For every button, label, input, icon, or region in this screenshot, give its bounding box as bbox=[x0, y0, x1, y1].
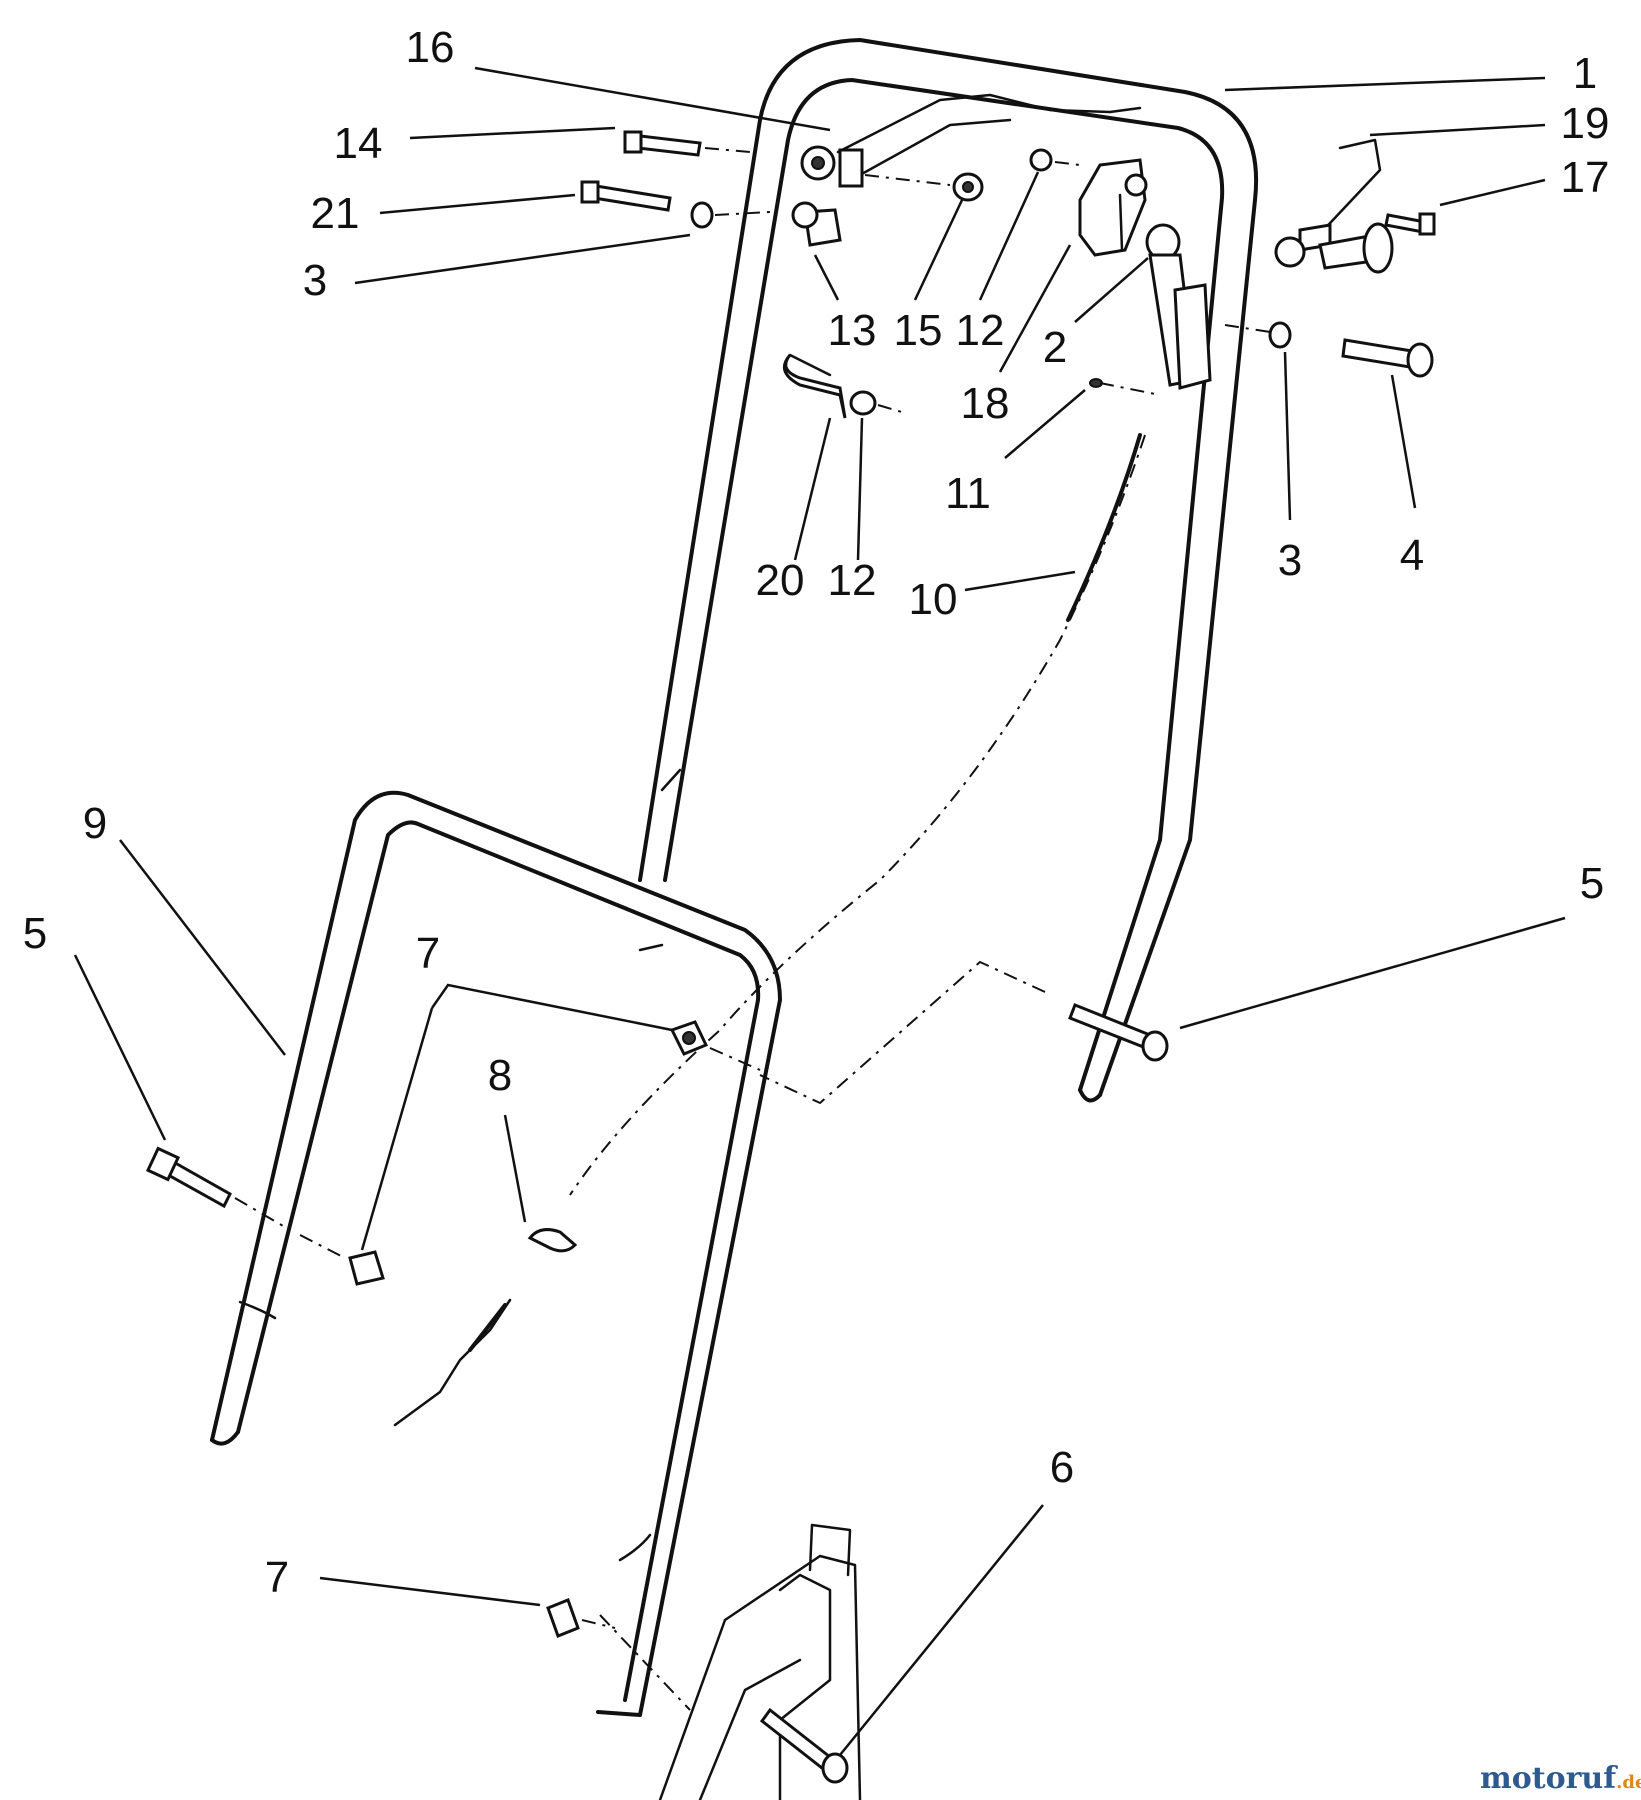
nut-7-upper bbox=[669, 1020, 761, 1071]
clip-20 bbox=[782, 353, 847, 419]
label-5-left: 5 bbox=[23, 909, 47, 958]
label-11: 11 bbox=[945, 469, 991, 518]
label-8: 8 bbox=[488, 1051, 512, 1100]
watermark-brand: motoruf bbox=[1480, 1761, 1618, 1796]
bolt-6 bbox=[759, 1707, 849, 1784]
control-cable bbox=[393, 433, 1146, 1427]
label-10: 10 bbox=[909, 575, 958, 624]
label-13: 13 bbox=[828, 306, 877, 355]
washer-3-right bbox=[1224, 321, 1292, 349]
label-20: 20 bbox=[756, 556, 805, 605]
knob-17 bbox=[1274, 212, 1436, 274]
label-4: 4 bbox=[1400, 531, 1424, 580]
label-7-upper: 7 bbox=[416, 929, 440, 978]
bracket-16 bbox=[836, 93, 1142, 188]
label-17: 17 bbox=[1561, 153, 1610, 202]
lower-handle bbox=[210, 790, 782, 1717]
callout-labels: 1 19 17 16 14 21 3 13 15 12 18 2 11 20 1… bbox=[23, 23, 1610, 1602]
label-7-lower: 7 bbox=[265, 1553, 289, 1602]
nut-7-lower bbox=[546, 1598, 616, 1638]
watermark-suffix: .de bbox=[1616, 1772, 1641, 1793]
label-18: 18 bbox=[961, 379, 1010, 428]
label-3-left: 3 bbox=[303, 256, 327, 305]
label-1: 1 bbox=[1573, 49, 1597, 98]
washer-3-left bbox=[690, 201, 771, 229]
bolt-4 bbox=[1341, 338, 1434, 378]
leader-lines bbox=[73, 66, 1566, 1756]
lever-2 bbox=[1145, 223, 1212, 390]
pin-11 bbox=[1089, 378, 1161, 396]
upper-handle bbox=[638, 38, 1259, 1103]
label-9: 9 bbox=[83, 799, 107, 848]
label-21: 21 bbox=[311, 189, 360, 238]
engine-bracket bbox=[599, 1523, 862, 1800]
label-6: 6 bbox=[1050, 1443, 1074, 1492]
bolt-14 bbox=[623, 130, 751, 157]
nut-7-middle bbox=[299, 1234, 385, 1286]
label-2: 2 bbox=[1043, 323, 1067, 372]
label-16: 16 bbox=[406, 23, 455, 72]
label-5-right: 5 bbox=[1580, 859, 1604, 908]
label-3-right: 3 bbox=[1278, 536, 1302, 585]
label-12-lower: 12 bbox=[828, 556, 877, 605]
svg-text:motoruf.de: motoruf.de bbox=[1480, 1761, 1641, 1796]
bolt-5-left bbox=[145, 1146, 291, 1231]
label-12-upper: 12 bbox=[956, 306, 1005, 355]
bolt-5-right bbox=[759, 960, 1169, 1105]
spacer-15 bbox=[864, 172, 984, 202]
plate-18 bbox=[1078, 158, 1148, 257]
bolt-21 bbox=[580, 180, 672, 212]
clip-8 bbox=[527, 1228, 578, 1253]
pivot-13 bbox=[791, 201, 842, 247]
label-19: 19 bbox=[1561, 99, 1610, 148]
label-15: 15 bbox=[894, 306, 943, 355]
watermark-logo: motoruf.de bbox=[1480, 1761, 1641, 1796]
label-14: 14 bbox=[334, 119, 383, 168]
nut-12-upper bbox=[1029, 148, 1081, 172]
nut-12-lower bbox=[849, 390, 906, 416]
bushing-16 bbox=[800, 145, 836, 181]
